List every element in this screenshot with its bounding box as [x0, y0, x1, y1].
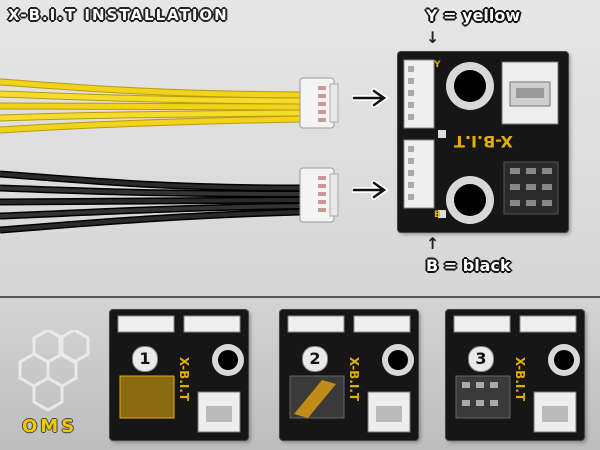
step-number-3: 3 — [468, 346, 494, 372]
down-arrow-icon: ↓ — [426, 28, 440, 47]
pcb-components — [117, 315, 244, 433]
step-board-1: 1 X-B.I.T — [110, 310, 248, 440]
pcb-components — [403, 59, 559, 224]
step-board-2: 2 X-B.I.T — [280, 310, 418, 440]
hexagon-logo-icon — [18, 330, 90, 412]
right-arrow-icon — [352, 88, 390, 108]
pcb-brand: X-B.I.T — [513, 356, 528, 402]
black-cable — [0, 167, 339, 234]
pin-b-label: B — [434, 210, 441, 220]
step-number-2: 2 — [302, 346, 328, 372]
pcb-brand: X-B.I.T — [177, 356, 192, 402]
logo-text: OMS — [22, 416, 78, 437]
yellow-cable — [0, 77, 339, 134]
main-pcb-board: X-B.I.T Y B — [398, 52, 568, 232]
right-arrow-icon — [352, 180, 390, 200]
pcb-brand: X-B.I.T — [347, 356, 362, 402]
yellow-label: Y = yellow — [426, 6, 521, 25]
black-label: B = black — [426, 256, 511, 275]
page-title: X-B.I.T INSTALLATION — [8, 6, 229, 24]
pcb-components — [453, 315, 580, 433]
section-divider — [0, 296, 600, 298]
step-number-1: 1 — [132, 346, 158, 372]
up-arrow-icon: ↑ — [426, 234, 440, 253]
pcb-components — [287, 315, 414, 433]
pin-y-label: Y — [434, 60, 441, 70]
step-board-3: 3 X-B.I.T — [446, 310, 584, 440]
pcb-brand: X-B.I.T — [454, 132, 513, 151]
